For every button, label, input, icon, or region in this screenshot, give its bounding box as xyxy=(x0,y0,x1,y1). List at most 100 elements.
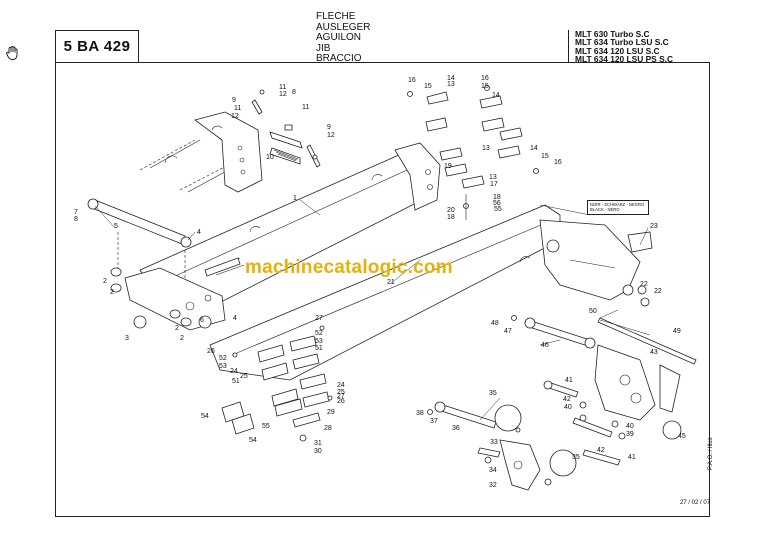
callout-label: 31 xyxy=(314,440,322,447)
callout-label: 25 xyxy=(240,373,248,380)
reference-number: 5 BA 429 xyxy=(55,30,139,62)
callout-label: 26 xyxy=(207,348,215,355)
callout-label: 16 xyxy=(554,159,562,166)
title-de: AUSLEGER xyxy=(316,21,371,33)
illustration-code: P.A.O. / Illus xyxy=(708,437,714,470)
callout-label: 35 xyxy=(572,454,580,461)
callout-label: 11 xyxy=(234,105,241,112)
callout-label: 14 xyxy=(447,75,455,82)
bracket-assembly-bottom xyxy=(427,401,577,491)
callout-label: 3 xyxy=(125,335,129,342)
model-list: MLT 630 Turbo S.C MLT 634 Turbo LSU S.C … xyxy=(568,29,710,65)
callout-label: 33 xyxy=(490,439,498,446)
wear-pad-strips xyxy=(251,89,321,168)
callout-label: 55 xyxy=(494,206,502,213)
callout-label: 8 xyxy=(292,89,296,96)
callout-label: 51 xyxy=(232,378,240,385)
watermark: machinecatalogic.com xyxy=(245,257,453,278)
boom-outer-tube xyxy=(124,142,441,331)
callout-label: 36 xyxy=(452,425,460,432)
callout-label: 42 xyxy=(563,396,571,403)
callout-label: 22 xyxy=(654,288,662,295)
callout-label: 23 xyxy=(650,223,658,230)
axle-pin-left xyxy=(87,198,212,329)
callout-label: 14 xyxy=(530,145,538,152)
callout-label: 35 xyxy=(489,390,497,397)
callout-label: 9 xyxy=(327,124,331,131)
callout-label: 25 xyxy=(337,389,345,396)
callout-label: 45 xyxy=(678,433,686,440)
callout-label: 17 xyxy=(490,181,498,188)
callout-label: 16 xyxy=(481,75,489,82)
callout-label: 19 xyxy=(444,163,452,170)
callout-label: 15 xyxy=(424,83,432,90)
callout-label: 13 xyxy=(447,81,455,88)
callout-label: 14 xyxy=(492,92,500,99)
model-item: MLT 634 Turbo LSU S.C xyxy=(575,37,669,48)
callout-label: 5 xyxy=(114,223,118,230)
title-it: BRACCIO xyxy=(316,53,362,64)
callout-label: 12 xyxy=(327,132,335,139)
callout-label: 41 xyxy=(628,454,636,461)
callout-label: 41 xyxy=(565,377,573,384)
callout-label: 11 xyxy=(279,84,286,91)
callout-label: 12 xyxy=(279,91,287,98)
callout-label: 47 xyxy=(504,328,512,335)
boom-inner-tube xyxy=(209,204,653,381)
callout-label: 55 xyxy=(262,423,270,430)
callout-label: 24 xyxy=(337,382,345,389)
callout-label: 40 xyxy=(564,404,572,411)
callout-label: 30 xyxy=(314,448,322,455)
callout-label: 18 xyxy=(493,194,501,201)
callout-label: 39 xyxy=(626,431,634,438)
model-item: MLT 634 120 LSU S.C xyxy=(575,45,660,56)
callout-label: 54 xyxy=(249,437,257,444)
callout-label: 21 xyxy=(387,279,395,286)
title-es: AGUILON xyxy=(316,32,362,43)
callout-label: 43 xyxy=(650,349,658,356)
callout-label: 28 xyxy=(324,425,332,432)
diagram-frame xyxy=(55,62,710,517)
callout-label: 32 xyxy=(489,482,497,489)
callout-label: 27 xyxy=(337,393,345,400)
model-item: MLT 634 120 LSU PS S.C xyxy=(575,54,674,65)
leader-lines xyxy=(94,199,651,421)
color-note-line: NOIR - SCHWARZ - NEGRO xyxy=(590,202,645,207)
model-item: MLT 630 Turbo S.C xyxy=(575,29,650,39)
callout-label: 15 xyxy=(541,153,549,160)
callout-label: 29 xyxy=(327,409,335,416)
callout-label: 13 xyxy=(482,145,490,152)
callout-label: 53 xyxy=(219,363,227,370)
callout-label: 18 xyxy=(447,214,455,221)
callout-label: 2 xyxy=(180,335,184,342)
color-note: NOIR - SCHWARZ - NEGRO BLACK - NERO xyxy=(587,200,649,215)
callout-label: 52 xyxy=(315,330,323,337)
callout-label: 24 xyxy=(230,368,238,375)
callout-label: 2 xyxy=(175,325,179,332)
callout-label: 22 xyxy=(640,281,648,288)
callout-label: 37 xyxy=(430,418,438,425)
callout-label: 7 xyxy=(74,209,78,216)
callout-label: 2 xyxy=(110,289,114,296)
revision-date: 27 / 02 / 07 xyxy=(680,500,711,506)
pad-stack-upper-right xyxy=(407,85,539,220)
title-en: JIB xyxy=(316,42,331,54)
callout-label: 11 xyxy=(302,104,309,111)
callout-label: 56 xyxy=(493,200,501,207)
callout-label: 13 xyxy=(489,174,497,181)
callout-label: 46 xyxy=(541,342,549,349)
title-fr: FLECHE xyxy=(316,11,356,22)
callout-labels: 1 2 2 2 2 3 4 4 5 6 7 8 8 9 9 10 11 11 1… xyxy=(74,75,686,489)
callout-label: 8 xyxy=(74,216,78,223)
hand-cursor-icon xyxy=(6,46,18,60)
callout-label: 26 xyxy=(337,398,345,405)
callout-label: 10 xyxy=(266,154,274,161)
callout-label: 15 xyxy=(481,83,489,90)
callout-label: 16 xyxy=(408,77,416,84)
title-block: FLECHE AUSLEGER AGUILON JIB BRACCIO xyxy=(316,11,371,65)
callout-label: 49 xyxy=(673,328,681,335)
callout-label: 12 xyxy=(231,113,239,120)
callout-label: 53 xyxy=(315,338,323,345)
